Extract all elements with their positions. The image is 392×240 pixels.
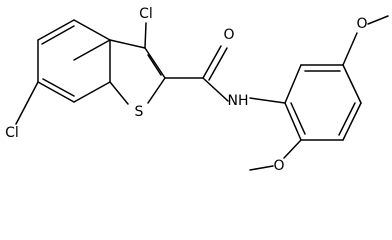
sulfur-label: S [135,104,144,120]
chlorine-label-bottom: Cl [5,125,19,141]
chemical-structure: Cl Cl S O NH O O [5,6,389,174]
methoxy-bottom-oxygen-label: O [273,158,284,174]
atom-labels: Cl Cl S O NH O O [5,6,367,174]
bond-lines [15,15,389,171]
methoxy-top-oxygen-label: O [356,16,367,32]
amide-nh-label: NH [228,93,249,109]
chlorine-label-top: Cl [139,6,153,22]
carbonyl-oxygen-label: O [223,27,234,43]
